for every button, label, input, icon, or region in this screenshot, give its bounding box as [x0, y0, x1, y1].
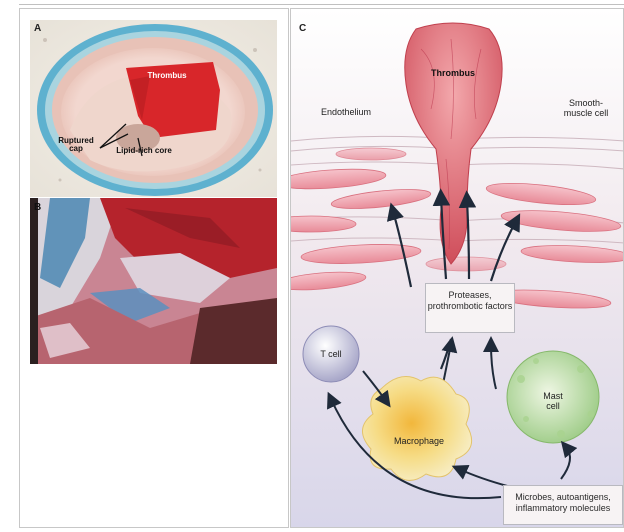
endothelium-label: Endothelium — [311, 108, 381, 118]
panel-a-thrombus-label: Thrombus — [137, 72, 197, 80]
top-rule — [19, 4, 624, 5]
panel-b-letter: B — [34, 202, 41, 213]
panel-b-histology-image — [30, 198, 277, 364]
panel-c-svg — [291, 9, 624, 528]
panel-c-illustration: C Thrombus Endothelium Smooth-muscle cel… — [290, 8, 624, 528]
panel-a-ruptured-cap-label: Ruptured cap — [54, 137, 98, 154]
smooth-muscle-label: Smooth-muscle cell — [561, 99, 611, 119]
proteases-box: Proteases, prothrombotic factors — [425, 283, 515, 333]
mast-cell-label: Mast cell — [538, 392, 568, 412]
t-cell-label: T cell — [313, 350, 349, 360]
panel-c-thrombus-label: Thrombus — [423, 69, 483, 78]
left-figure-frame: A Thrombus Ruptured cap Lipid-rich core … — [19, 8, 289, 528]
panel-a-lipid-core-label: Lipid-rich core — [104, 147, 184, 155]
panel-a-svg — [30, 20, 277, 197]
microbes-box: Microbes, autoantigens, inflammatory mol… — [503, 485, 623, 525]
panel-b-svg — [30, 198, 277, 364]
panel-c-letter: C — [299, 23, 306, 34]
panel-a-letter: A — [34, 23, 41, 34]
panel-a-histology-image — [30, 20, 277, 197]
macrophage-label: Macrophage — [384, 437, 454, 447]
